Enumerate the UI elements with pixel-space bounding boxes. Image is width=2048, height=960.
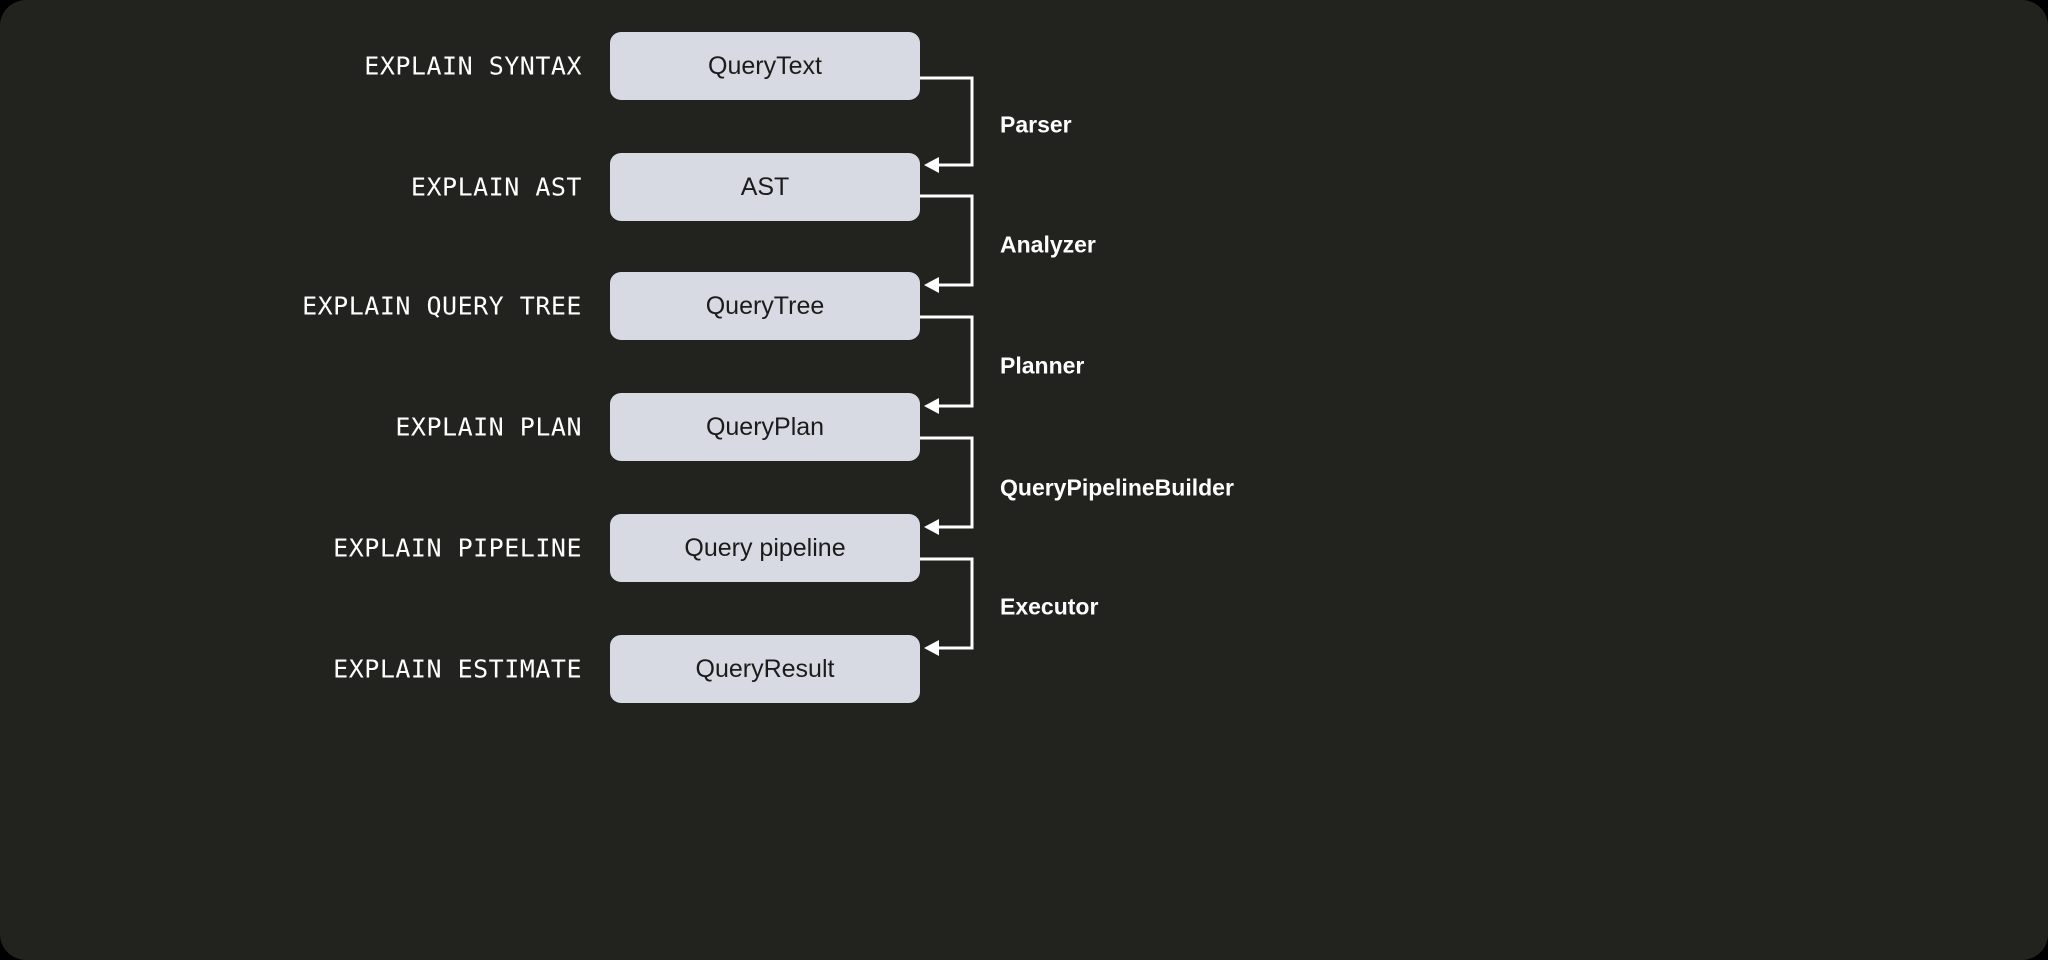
connector-querytree-to-queryplan xyxy=(920,315,974,408)
component-label-executor: Executor xyxy=(1000,593,1099,620)
explain-label-explain-query-tree: EXPLAIN QUERY TREE xyxy=(302,291,582,321)
explain-label-explain-ast: EXPLAIN AST xyxy=(410,172,582,202)
stage-box-ast[interactable]: AST xyxy=(610,153,920,221)
connector-queryplan-to-query-pipeline xyxy=(920,436,974,529)
arrowhead-queryplan xyxy=(924,398,939,414)
stage-box-label: Query pipeline xyxy=(684,533,846,562)
stage-box-label: AST xyxy=(740,172,790,201)
arrowhead-query-pipeline xyxy=(924,519,939,535)
connector-query-pipeline-to-queryresult xyxy=(920,557,974,650)
arrowhead-querytree xyxy=(924,277,939,293)
stage-box-queryresult[interactable]: QueryResult xyxy=(610,635,920,703)
arrowhead-ast xyxy=(924,157,939,173)
stage-box-label: QueryPlan xyxy=(705,412,825,441)
explain-label-explain-plan: EXPLAIN PLAN xyxy=(395,412,582,442)
explain-label-explain-estimate: EXPLAIN ESTIMATE xyxy=(333,654,582,684)
component-label-querypipelinebuilder: QueryPipelineBuilder xyxy=(1000,474,1234,501)
stage-box-label: QueryTree xyxy=(705,291,825,320)
stage-box-query-pipeline[interactable]: Query pipeline xyxy=(610,514,920,582)
stage-box-label: QueryResult xyxy=(695,654,835,683)
explain-label-explain-syntax: EXPLAIN SYNTAX xyxy=(364,51,582,81)
component-label-planner: Planner xyxy=(1000,352,1085,379)
connector-querytext-to-ast xyxy=(920,76,974,167)
stage-box-queryplan[interactable]: QueryPlan xyxy=(610,393,920,461)
connector-ast-to-querytree xyxy=(920,194,974,287)
arrowhead-queryresult xyxy=(924,640,939,656)
component-label-parser: Parser xyxy=(1000,111,1072,138)
stage-box-label: QueryText xyxy=(708,51,822,80)
component-label-analyzer: Analyzer xyxy=(1000,231,1096,258)
explain-label-explain-pipeline: EXPLAIN PIPELINE xyxy=(333,533,582,563)
stage-box-querytext[interactable]: QueryText xyxy=(610,32,920,100)
stage-box-querytree[interactable]: QueryTree xyxy=(610,272,920,340)
